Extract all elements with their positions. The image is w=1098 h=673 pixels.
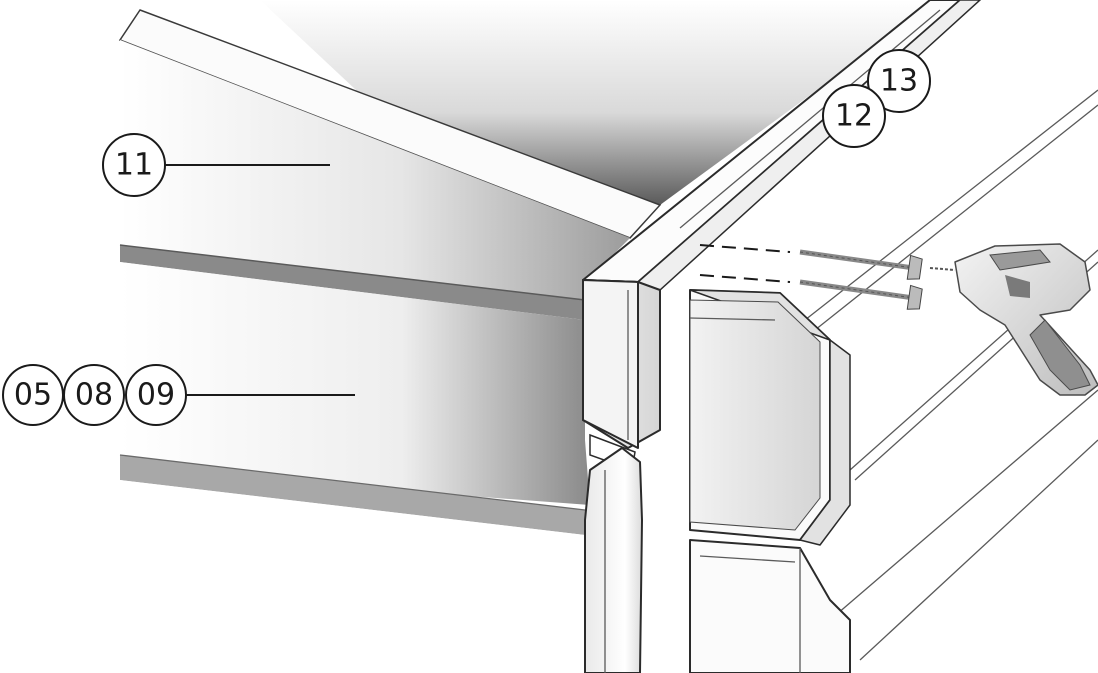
screw-guide-lines — [699, 244, 791, 283]
callout-11: 11 — [102, 133, 330, 197]
wall-panel-upper — [120, 40, 630, 320]
screw-icon — [799, 249, 923, 310]
callout-12: 12 — [822, 84, 886, 148]
post-cap — [582, 279, 661, 472]
callout-08-label: 08 — [75, 378, 113, 413]
right-post — [689, 539, 851, 673]
connector-bracket — [689, 289, 851, 546]
callout-13-label: 13 — [880, 64, 918, 99]
callout-12-label: 12 — [835, 99, 873, 134]
floor-fade — [120, 480, 585, 673]
middle-rail — [119, 244, 586, 320]
wall-panel-lower — [120, 262, 590, 505]
ceiling-shade — [260, 0, 940, 205]
callout-13: 13 — [867, 49, 931, 113]
cordless-drill-icon — [929, 243, 1098, 396]
callout-05-label: 05 — [14, 378, 52, 413]
callout-11-label: 11 — [115, 148, 153, 183]
callout-09-label: 09 — [137, 378, 175, 413]
lower-rail — [119, 454, 586, 535]
left-post — [584, 447, 643, 673]
callout-group-05-08-09: 05 08 09 — [2, 364, 355, 426]
